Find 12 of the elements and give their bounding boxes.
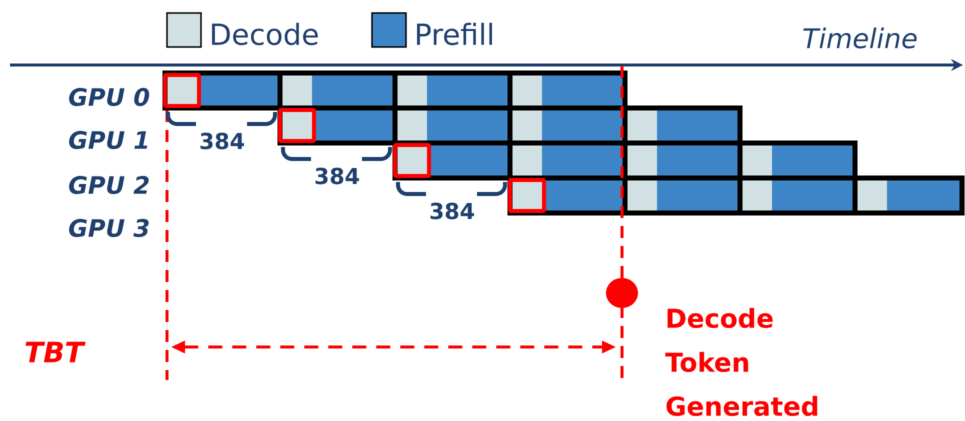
legend-label: Decode xyxy=(212,22,318,46)
event-note: Decode Token Generated xyxy=(665,308,818,416)
row-label: GPU 1 xyxy=(69,130,148,150)
row-label: GPU 3 xyxy=(69,218,149,238)
row-label: GPU 0 xyxy=(69,88,150,106)
interval-label: 384 xyxy=(430,202,474,220)
timeline-label: Timeline xyxy=(803,28,917,48)
row-label: GPU 2 xyxy=(69,176,149,194)
tbt-label: TBT xyxy=(26,342,86,362)
interval-label: 384 xyxy=(316,168,359,184)
legend-label: Prefill xyxy=(417,22,492,46)
interval-label: 384 xyxy=(200,132,244,150)
